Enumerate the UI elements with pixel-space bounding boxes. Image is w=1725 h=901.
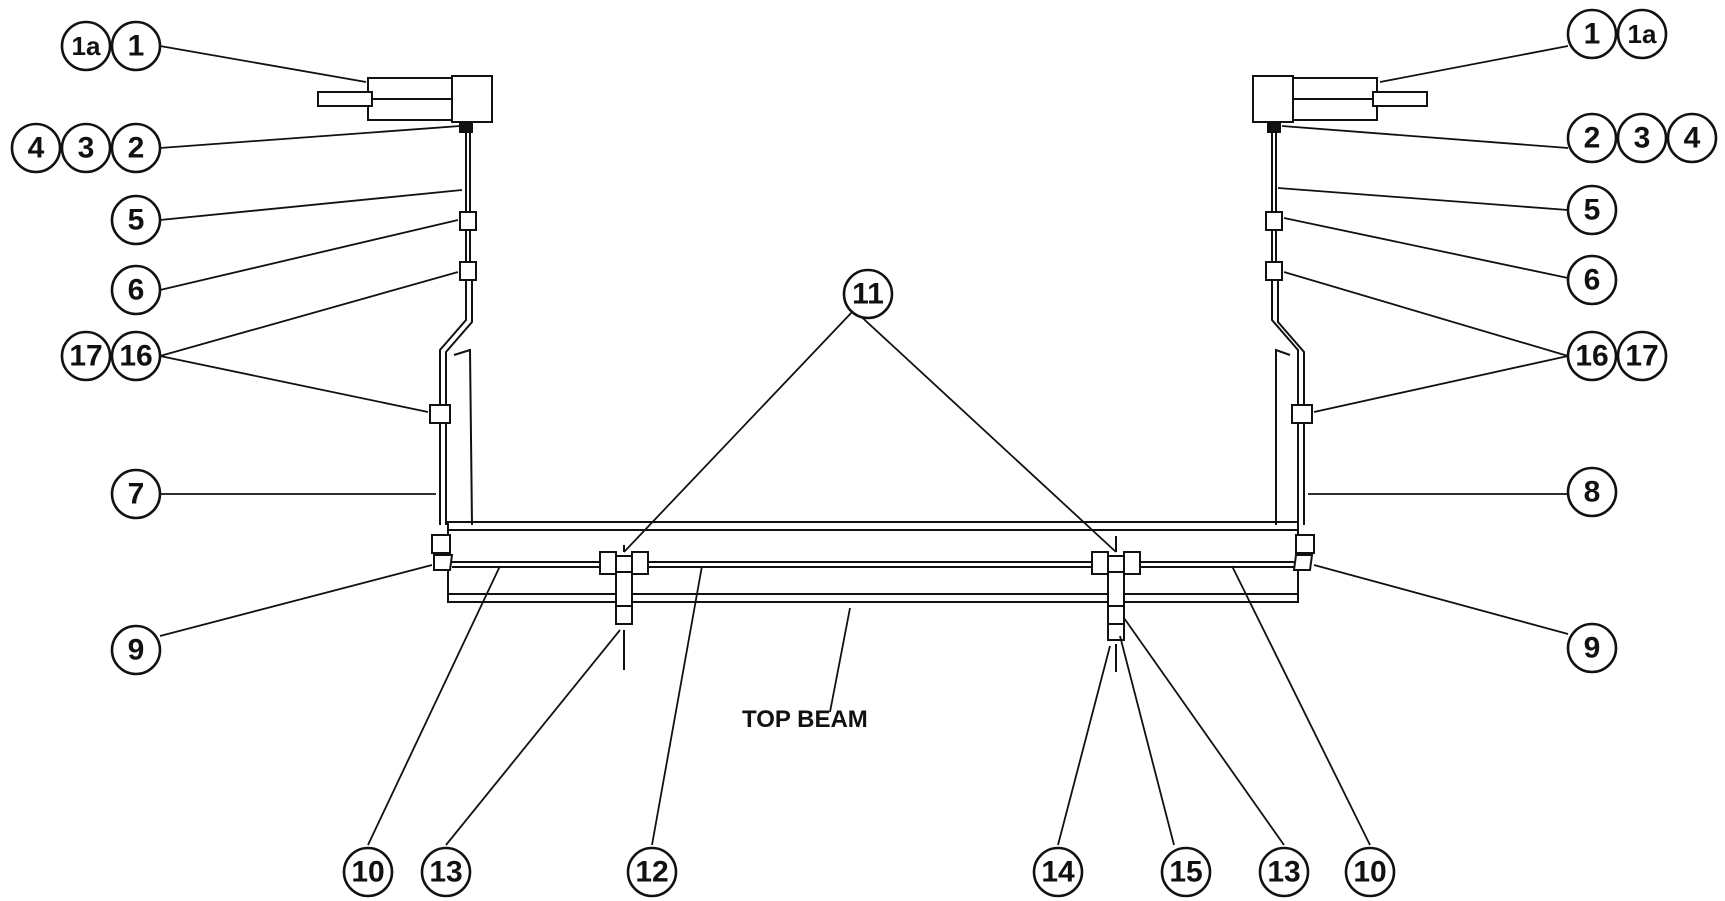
svg-text:15: 15 — [1169, 856, 1202, 889]
callout-1a-left: 1a — [60, 20, 112, 72]
callout-10-right: 10 — [1344, 846, 1396, 898]
svg-text:6: 6 — [128, 274, 145, 307]
svg-text:13: 13 — [1267, 856, 1300, 889]
svg-text:9: 9 — [128, 634, 145, 667]
callout-9-right: 9 — [1566, 622, 1618, 674]
callout-14-right: 14 — [1032, 846, 1084, 898]
callout-6-left: 6 — [110, 264, 162, 316]
horizontal-tubing — [452, 561, 1294, 568]
svg-text:2: 2 — [1584, 122, 1601, 155]
callout-1a-right: 1a — [1616, 8, 1668, 60]
svg-text:5: 5 — [128, 204, 145, 237]
svg-text:14: 14 — [1041, 856, 1075, 889]
svg-text:8: 8 — [1584, 476, 1601, 509]
svg-text:16: 16 — [1575, 340, 1608, 373]
callout-3-right: 3 — [1616, 112, 1668, 164]
callout-15-right: 15 — [1160, 846, 1212, 898]
leader-lines — [159, 45, 1569, 846]
callout-7-left: 7 — [110, 468, 162, 520]
callout-13-left: 13 — [420, 846, 472, 898]
callout-12-center: 12 — [626, 846, 678, 898]
svg-text:4: 4 — [1684, 122, 1701, 155]
svg-text:13: 13 — [429, 856, 462, 889]
callout-6-right: 6 — [1566, 254, 1618, 306]
svg-text:1a: 1a — [72, 31, 101, 61]
svg-text:2: 2 — [128, 132, 145, 165]
svg-text:1: 1 — [128, 30, 145, 63]
svg-text:17: 17 — [1625, 340, 1658, 373]
svg-text:3: 3 — [78, 132, 95, 165]
callout-16-right: 16 — [1566, 330, 1618, 382]
callout-1-left: 1 — [110, 20, 162, 72]
svg-text:12: 12 — [635, 856, 668, 889]
svg-text:10: 10 — [351, 856, 384, 889]
svg-text:1: 1 — [1584, 18, 1601, 51]
callout-9-left: 9 — [110, 624, 162, 676]
svg-text:9: 9 — [1584, 632, 1601, 665]
callout-2-right: 2 — [1566, 112, 1618, 164]
svg-text:7: 7 — [128, 478, 145, 511]
top-beam-leader — [829, 607, 851, 713]
right-tee — [1091, 536, 1141, 672]
callout-17-left: 17 — [60, 330, 112, 382]
svg-text:17: 17 — [69, 340, 102, 373]
svg-text:16: 16 — [119, 340, 152, 373]
svg-text:1a: 1a — [1628, 19, 1657, 49]
svg-text:3: 3 — [1634, 122, 1651, 155]
callout-16-left: 16 — [110, 330, 162, 382]
svg-text:11: 11 — [852, 278, 884, 311]
callout-4-left: 4 — [10, 122, 62, 174]
svg-text:6: 6 — [1584, 264, 1601, 297]
svg-text:10: 10 — [1353, 856, 1386, 889]
callout-17-right: 17 — [1616, 330, 1668, 382]
callout-10-left: 10 — [342, 846, 394, 898]
svg-text:5: 5 — [1584, 194, 1601, 227]
top-beam-label: TOP BEAM — [742, 706, 868, 733]
left-actuator-assembly — [317, 75, 493, 571]
callout-4-right: 4 — [1666, 112, 1718, 164]
callout-3-left: 3 — [60, 122, 112, 174]
callout-2-left: 2 — [110, 122, 162, 174]
svg-text:4: 4 — [28, 132, 45, 165]
callout-13-right: 13 — [1258, 846, 1310, 898]
callout-8-right: 8 — [1566, 466, 1618, 518]
left-tee — [599, 545, 649, 670]
callout-1-right: 1 — [1566, 8, 1618, 60]
callout-5-left: 5 — [110, 194, 162, 246]
callout-11-center: 11 — [842, 268, 894, 320]
right-actuator-assembly — [1252, 75, 1428, 571]
callout-5-right: 5 — [1566, 184, 1618, 236]
